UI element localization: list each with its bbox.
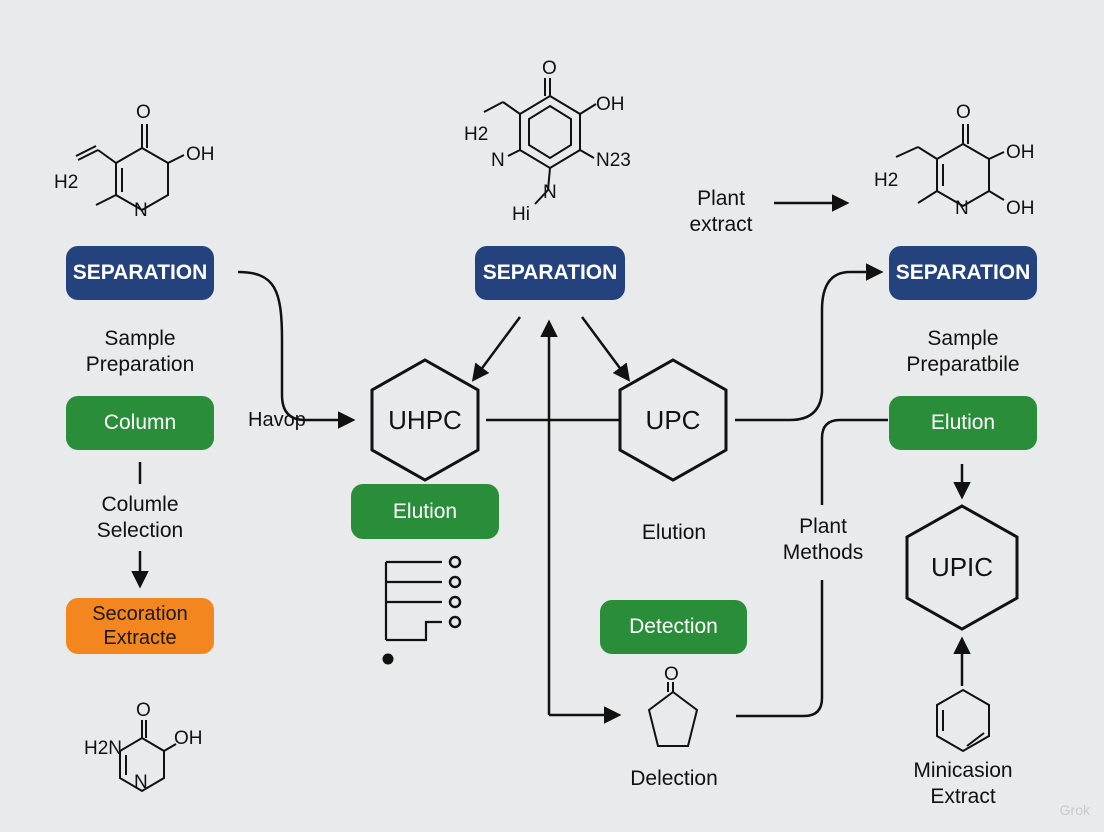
connector-separation-to-uhpc bbox=[237, 270, 356, 429]
chem-label: OH bbox=[174, 728, 203, 749]
plant-extract-label: Plant extract bbox=[689, 187, 753, 237]
chem-label: O bbox=[136, 700, 151, 721]
chem-label: Hi bbox=[512, 204, 530, 225]
watermark: Grok bbox=[1059, 802, 1090, 818]
chem-label: OH bbox=[1006, 198, 1035, 219]
connector-delection-to-plant-methods bbox=[736, 580, 824, 718]
chem-label: H2 bbox=[874, 170, 899, 191]
chem-label: H2 bbox=[464, 124, 489, 145]
chem-label: H2N bbox=[84, 738, 123, 759]
arrow-sep-to-upc bbox=[580, 316, 631, 382]
elution-box-right: Elution bbox=[889, 396, 1037, 450]
chem-label: O bbox=[136, 102, 151, 123]
sample-preparatbile-label: Sample Preparatbile bbox=[906, 327, 1020, 377]
arrow-sep-to-uhpc bbox=[471, 316, 522, 382]
chem-label: OH bbox=[1006, 142, 1035, 163]
havop-label: Havop bbox=[248, 409, 306, 431]
delection-label: Delection bbox=[630, 767, 718, 790]
molecule-ring-bottom-right bbox=[936, 688, 990, 753]
chem-label: N23 bbox=[596, 150, 631, 171]
chem-label: O bbox=[664, 664, 679, 685]
chem-label: OH bbox=[186, 144, 215, 165]
connector-upc-to-right-separation bbox=[735, 263, 884, 422]
separation-box-left: SEPARATION bbox=[66, 246, 214, 300]
chem-label: O bbox=[542, 58, 557, 79]
elution-label-center: Elution bbox=[641, 521, 707, 544]
column-box: Column bbox=[66, 396, 214, 450]
elution-box-center: Elution bbox=[351, 484, 499, 539]
chem-label: N bbox=[134, 200, 148, 221]
chem-label: N bbox=[955, 198, 969, 219]
comb-dot bbox=[382, 653, 394, 665]
separation-box-center: SEPARATION bbox=[475, 246, 625, 300]
uhpc-label: UHPC bbox=[388, 404, 462, 435]
sample-preparation-label: Sample Preparation bbox=[85, 327, 195, 377]
chem-label: N bbox=[543, 182, 557, 203]
minicasion-extract-label: Minicasion Extract bbox=[913, 759, 1013, 809]
upic-hexagon bbox=[905, 504, 1019, 631]
upic-label: UPIC bbox=[930, 552, 994, 582]
chem-label: H2 bbox=[54, 172, 79, 193]
molecule-top-right bbox=[895, 124, 1005, 208]
upc-label: UPC bbox=[645, 404, 701, 435]
plant-methods-label: Plant Methods bbox=[782, 515, 864, 565]
separation-box-right: SEPARATION bbox=[889, 246, 1037, 300]
molecule-top-left bbox=[75, 124, 185, 212]
chem-label: N bbox=[134, 772, 148, 793]
comb-symbol bbox=[384, 560, 442, 642]
column-selection-label: Columle Selection bbox=[96, 493, 184, 543]
molecule-cyclopentanone bbox=[647, 682, 699, 747]
chem-label: OH bbox=[596, 94, 625, 115]
upc-hexagon bbox=[618, 358, 728, 482]
detection-box: Detection bbox=[600, 600, 747, 654]
molecule-bottom-left bbox=[119, 720, 177, 793]
uhpc-hexagon bbox=[370, 358, 480, 482]
extract-box: Secoration Extracte bbox=[66, 598, 214, 654]
chem-label: N bbox=[491, 150, 505, 171]
molecule-top-center bbox=[483, 78, 597, 205]
connector-plant-methods-to-elution bbox=[820, 418, 888, 505]
chem-label: O bbox=[956, 102, 971, 123]
